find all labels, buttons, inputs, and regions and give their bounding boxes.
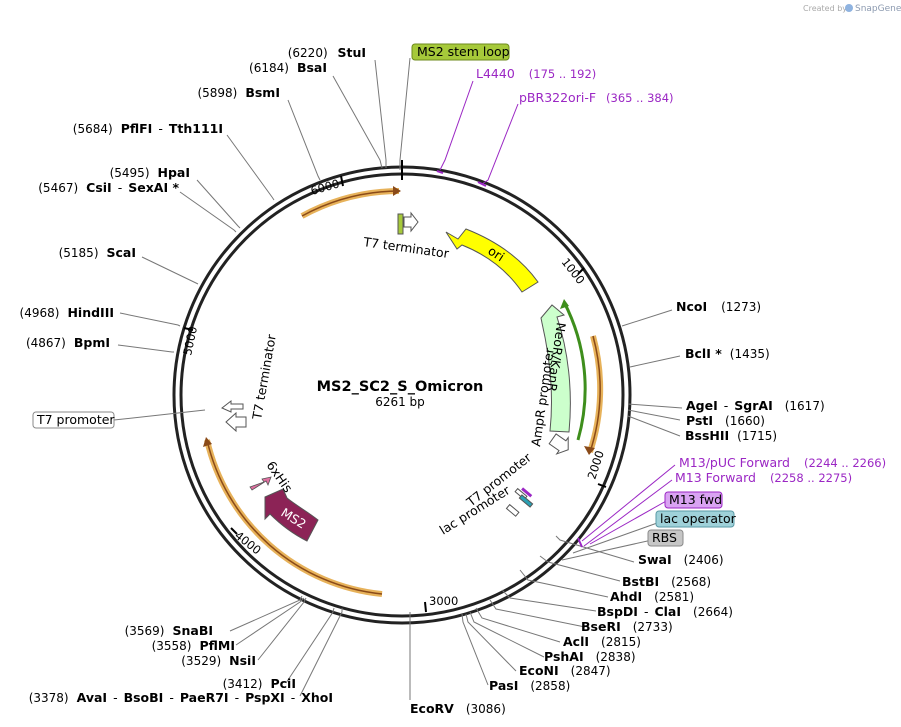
site-bpmi: (4867)BpmI — [26, 335, 110, 350]
site-agei-sgrai: AgeI-SgrAI(1617) — [686, 398, 825, 413]
site-bsshii: BssHII(1715) — [685, 428, 777, 443]
tick-label-6000: 6000 — [309, 176, 341, 198]
site-bseri: BseRI(2733) — [581, 619, 673, 634]
box-ms2-stem-loop: MS2 stem loop — [411, 43, 510, 61]
6xhis-label: 6xHis — [264, 458, 296, 495]
created-by-text: Created by — [803, 4, 847, 13]
box-m13-fwd: M13 fwd — [664, 491, 723, 509]
primer-m13-puc-forward: M13/pUC Forward(2244 .. 2266) — [679, 455, 886, 470]
site-bsmi: (5898)BsmI — [197, 85, 280, 100]
box-lac-operator: lac operator — [655, 510, 737, 528]
ms2-feature: MS2 — [264, 488, 319, 542]
site-stui: (6220) StuI — [288, 45, 366, 60]
feature-leader-lines — [113, 57, 661, 561]
6xhis-feature: 6xHis — [249, 458, 296, 495]
site-hindiii: (4968)HindIII — [20, 305, 114, 320]
snapgene-brand: SnapGene — [855, 4, 901, 14]
site-nsii: (3529)NsiI — [181, 653, 256, 668]
t7-terminator-top-label: T7 terminator — [362, 234, 451, 261]
site-bsai: (6184)BsaI — [249, 60, 327, 75]
primer-l4440: L4440(175 .. 192) — [476, 66, 596, 81]
tick-5000: 5000 — [180, 325, 200, 357]
site-bcli: BclI *(1435) — [685, 346, 770, 361]
tick-label-2000: 2000 — [585, 449, 607, 481]
site-snabi: (3569)SnaBI — [125, 623, 213, 638]
box-rbs: RBS — [647, 529, 684, 547]
t7-terminator-left-feature: T7 terminator — [221, 332, 279, 433]
box-t7-promoter-label: T7 promoter — [36, 412, 115, 427]
site-bspdi-clai: BspDI-ClaI(2664) — [597, 604, 733, 619]
plasmid-name: MS2_SC2_S_Omicron — [317, 379, 484, 395]
t7-lac-promoter-features: T7 promoter lac promoter — [437, 449, 535, 537]
site-ahdi: AhdI(2581) — [610, 589, 694, 604]
neor-kanr-feature: NeoR/KanR — [540, 304, 571, 433]
t7-terminator-top-feature: T7 terminator — [362, 211, 451, 261]
site-pflfi-tth111i: (5684)PflFI-Tth111I — [73, 121, 223, 136]
site-pshai: PshAI(2838) — [544, 649, 636, 664]
primer-pbr322ori-f: pBR322ori-F(365 .. 384) — [519, 90, 674, 105]
tick-6000: 6000 — [309, 175, 344, 198]
orf-arrowhead — [393, 186, 401, 196]
plasmid-size: 6261 bp — [375, 395, 425, 409]
box-t7-promoter: T7 promoter — [32, 411, 115, 429]
box-m13-fwd-label: M13 fwd — [669, 492, 722, 507]
tick-label-5000: 5000 — [180, 325, 200, 357]
site-leader-lines — [117, 59, 683, 700]
site-ncoi: NcoI(1273) — [676, 299, 761, 314]
site-swai: SwaI(2406) — [638, 552, 724, 567]
site-hpai: (5495)HpaI — [110, 165, 190, 180]
site-scai: (5185)ScaI — [59, 245, 136, 260]
site-psti: PstI(1660) — [686, 413, 765, 428]
box-rbs-label: RBS — [652, 530, 677, 545]
primer-m13-forward: M13 Forward(2258 .. 2275) — [675, 470, 852, 485]
site-econi: EcoNI(2847) — [519, 663, 611, 678]
site-ecorv: EcoRV(3086) — [410, 701, 506, 716]
site-pasi: PasI(2858) — [489, 678, 570, 693]
site-csii-sexai: (5467)CsiI-SexAI * — [38, 180, 179, 195]
site-avai-group: (3378)AvaI-BsoBI-PaeR7I-PspXI-XhoI — [29, 690, 333, 705]
t7-terminator-left-label: T7 terminator — [249, 332, 279, 421]
site-bstbi: BstBI(2568) — [622, 574, 711, 589]
tick-2000: 2000 — [585, 449, 607, 488]
primer-leader-lines — [436, 80, 676, 548]
site-pflmi: (3558)PflMI — [152, 638, 235, 653]
snapgene-logo-icon — [845, 4, 853, 12]
orf-arcs — [203, 186, 604, 597]
ori-feature: ori — [445, 228, 539, 293]
box-lac-operator-label: lac operator — [660, 511, 737, 526]
tick-3000: 3000 — [424, 594, 458, 613]
box-ms2-stem-loop-label: MS2 stem loop — [417, 44, 510, 59]
ori-label: ori — [485, 243, 507, 264]
tick-label-3000: 3000 — [429, 594, 458, 608]
site-pcii: (3412)PciI — [223, 676, 296, 691]
site-acli: AclI(2815) — [563, 634, 641, 649]
